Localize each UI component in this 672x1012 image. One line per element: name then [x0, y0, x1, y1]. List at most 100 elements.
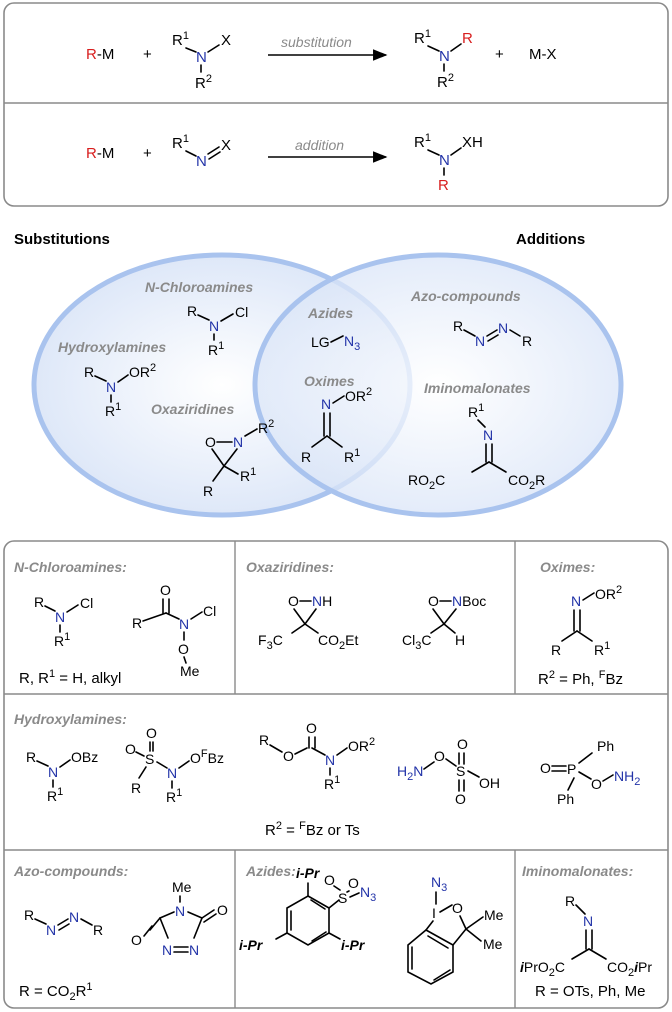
bond	[488, 461, 507, 473]
bond	[66, 604, 79, 613]
note-sup: 2	[549, 669, 555, 681]
addition-reaction: R-M + R1 N X addition R1 N XH R	[86, 132, 483, 194]
venn-label-iminomalonates: Iminomalonates	[424, 380, 531, 396]
add-substrate-r1-text: R	[172, 135, 183, 152]
bond	[445, 758, 457, 767]
bond	[486, 329, 498, 337]
atom-label: LG	[311, 334, 330, 350]
atom-label: N	[483, 427, 493, 443]
sub-substrate-n: N	[196, 49, 207, 66]
venn-label-hydroxylamines: Hydroxylamines	[58, 339, 166, 355]
atom-label: N	[571, 593, 581, 609]
atom-label: NH2	[614, 768, 640, 788]
add-product-bond	[427, 149, 440, 156]
atom-label: O	[591, 776, 602, 792]
atom-label: N	[167, 765, 177, 781]
cell-n-chloroamines: N-Chloroamines: R N Cl R1 O R N Cl O Me …	[14, 559, 216, 687]
sub-substrate-bond	[207, 44, 220, 53]
add-plus: +	[143, 145, 152, 162]
atom-label: N	[69, 909, 79, 925]
note-sup: F	[599, 669, 606, 681]
venn-diagram: Substitutions Additions N-Chloroamines R…	[14, 231, 624, 518]
cell-title-oxaziridines: Oxaziridines:	[246, 559, 334, 575]
atom-label: OR2	[595, 584, 622, 602]
atom-label: NBoc	[452, 593, 486, 609]
cell-title-azides: Azides:	[245, 863, 296, 879]
venn-label-n-chloroamines: N-Chloroamines	[145, 279, 253, 295]
atom-label: O	[457, 736, 468, 752]
bond	[117, 374, 129, 383]
atom-label: CO2Et	[318, 632, 358, 652]
bond	[571, 948, 590, 960]
bond	[311, 747, 326, 756]
atom-label: Cl	[80, 595, 93, 611]
bond	[333, 885, 341, 891]
note-text: Bz or Ts	[306, 822, 360, 839]
bond	[244, 428, 258, 437]
note-sup: 2	[276, 820, 282, 832]
atom-label: N	[106, 379, 116, 395]
atom-label: O	[205, 434, 216, 450]
atom-label: O	[455, 791, 466, 807]
atom-label: Me	[180, 663, 200, 679]
bond	[311, 931, 327, 942]
atom-label: R	[24, 907, 34, 923]
sub-product-r: R	[462, 30, 473, 47]
note-text: R	[265, 822, 276, 839]
bond	[588, 948, 607, 960]
cell-note-hydroxylamines: R2 = FBz or Ts	[265, 820, 360, 839]
add-reagent: R-M	[86, 145, 114, 162]
atom-label: N	[233, 434, 243, 450]
atom-label: OR2	[129, 362, 156, 380]
bond	[293, 608, 306, 625]
venn-left-title: Substitutions	[14, 231, 110, 248]
note-sup: 1	[49, 668, 55, 680]
bond	[443, 623, 456, 634]
atom-label: N	[475, 333, 485, 349]
atom-label: R	[453, 318, 463, 334]
venn-right-title: Additions	[516, 231, 585, 248]
note-text: R = CO	[19, 983, 69, 1000]
bond	[36, 760, 49, 767]
bond	[165, 612, 180, 620]
cell-hydroxylamines: Hydroxylamines: R N OBz R1 O O S R N OFB…	[14, 711, 640, 839]
cell-azo-compounds: Azo-compounds: R N N R Me N O O N N R = …	[13, 863, 228, 1003]
venn-azo-structure: R N N R	[453, 318, 532, 349]
add-product-n: N	[439, 152, 450, 169]
sub-reagent: R-M	[86, 46, 114, 63]
bond	[459, 915, 467, 930]
bond	[193, 917, 203, 939]
atom-label: O	[217, 902, 228, 918]
atom-label: i-Pr	[296, 865, 321, 881]
bond	[220, 313, 234, 322]
sub-reagent-m: -M	[97, 46, 115, 63]
add-substrate-r1-sup: 1	[183, 133, 189, 145]
atom-label: N	[179, 616, 189, 632]
add-substrate-double-bond	[208, 151, 221, 160]
atom-label: N	[46, 922, 56, 938]
bond	[578, 771, 592, 780]
sub-substrate-r1-sup: 1	[183, 30, 189, 42]
venn-iminomalonate-structure: R1 N RO2C CO2R	[408, 402, 545, 492]
bond	[576, 630, 593, 642]
atom-label: Me	[172, 879, 192, 895]
venn-label-oximes: Oximes	[304, 373, 355, 389]
sub-product-bond	[450, 43, 462, 52]
atom-label: CO2R	[508, 472, 545, 492]
atom-label: N	[162, 942, 172, 958]
atom-label: N	[175, 903, 185, 919]
sub-product-bond	[427, 45, 440, 52]
atom-label: O	[324, 872, 335, 888]
reaction-box-frame	[3, 2, 669, 207]
note-text: R, R	[19, 670, 49, 687]
atom-label: N	[55, 609, 65, 625]
atom-label: H	[455, 632, 465, 648]
bond	[578, 752, 593, 764]
note-text: R	[538, 671, 549, 688]
bond	[135, 751, 145, 757]
atom-label: OBz	[71, 749, 98, 765]
atom-label: R	[131, 780, 141, 796]
cell-note-n-chloroamines: R, R1 = H, alkyl	[19, 668, 121, 687]
atom-label: RO2C	[408, 472, 445, 492]
note-text: = H, alkyl	[55, 670, 121, 687]
